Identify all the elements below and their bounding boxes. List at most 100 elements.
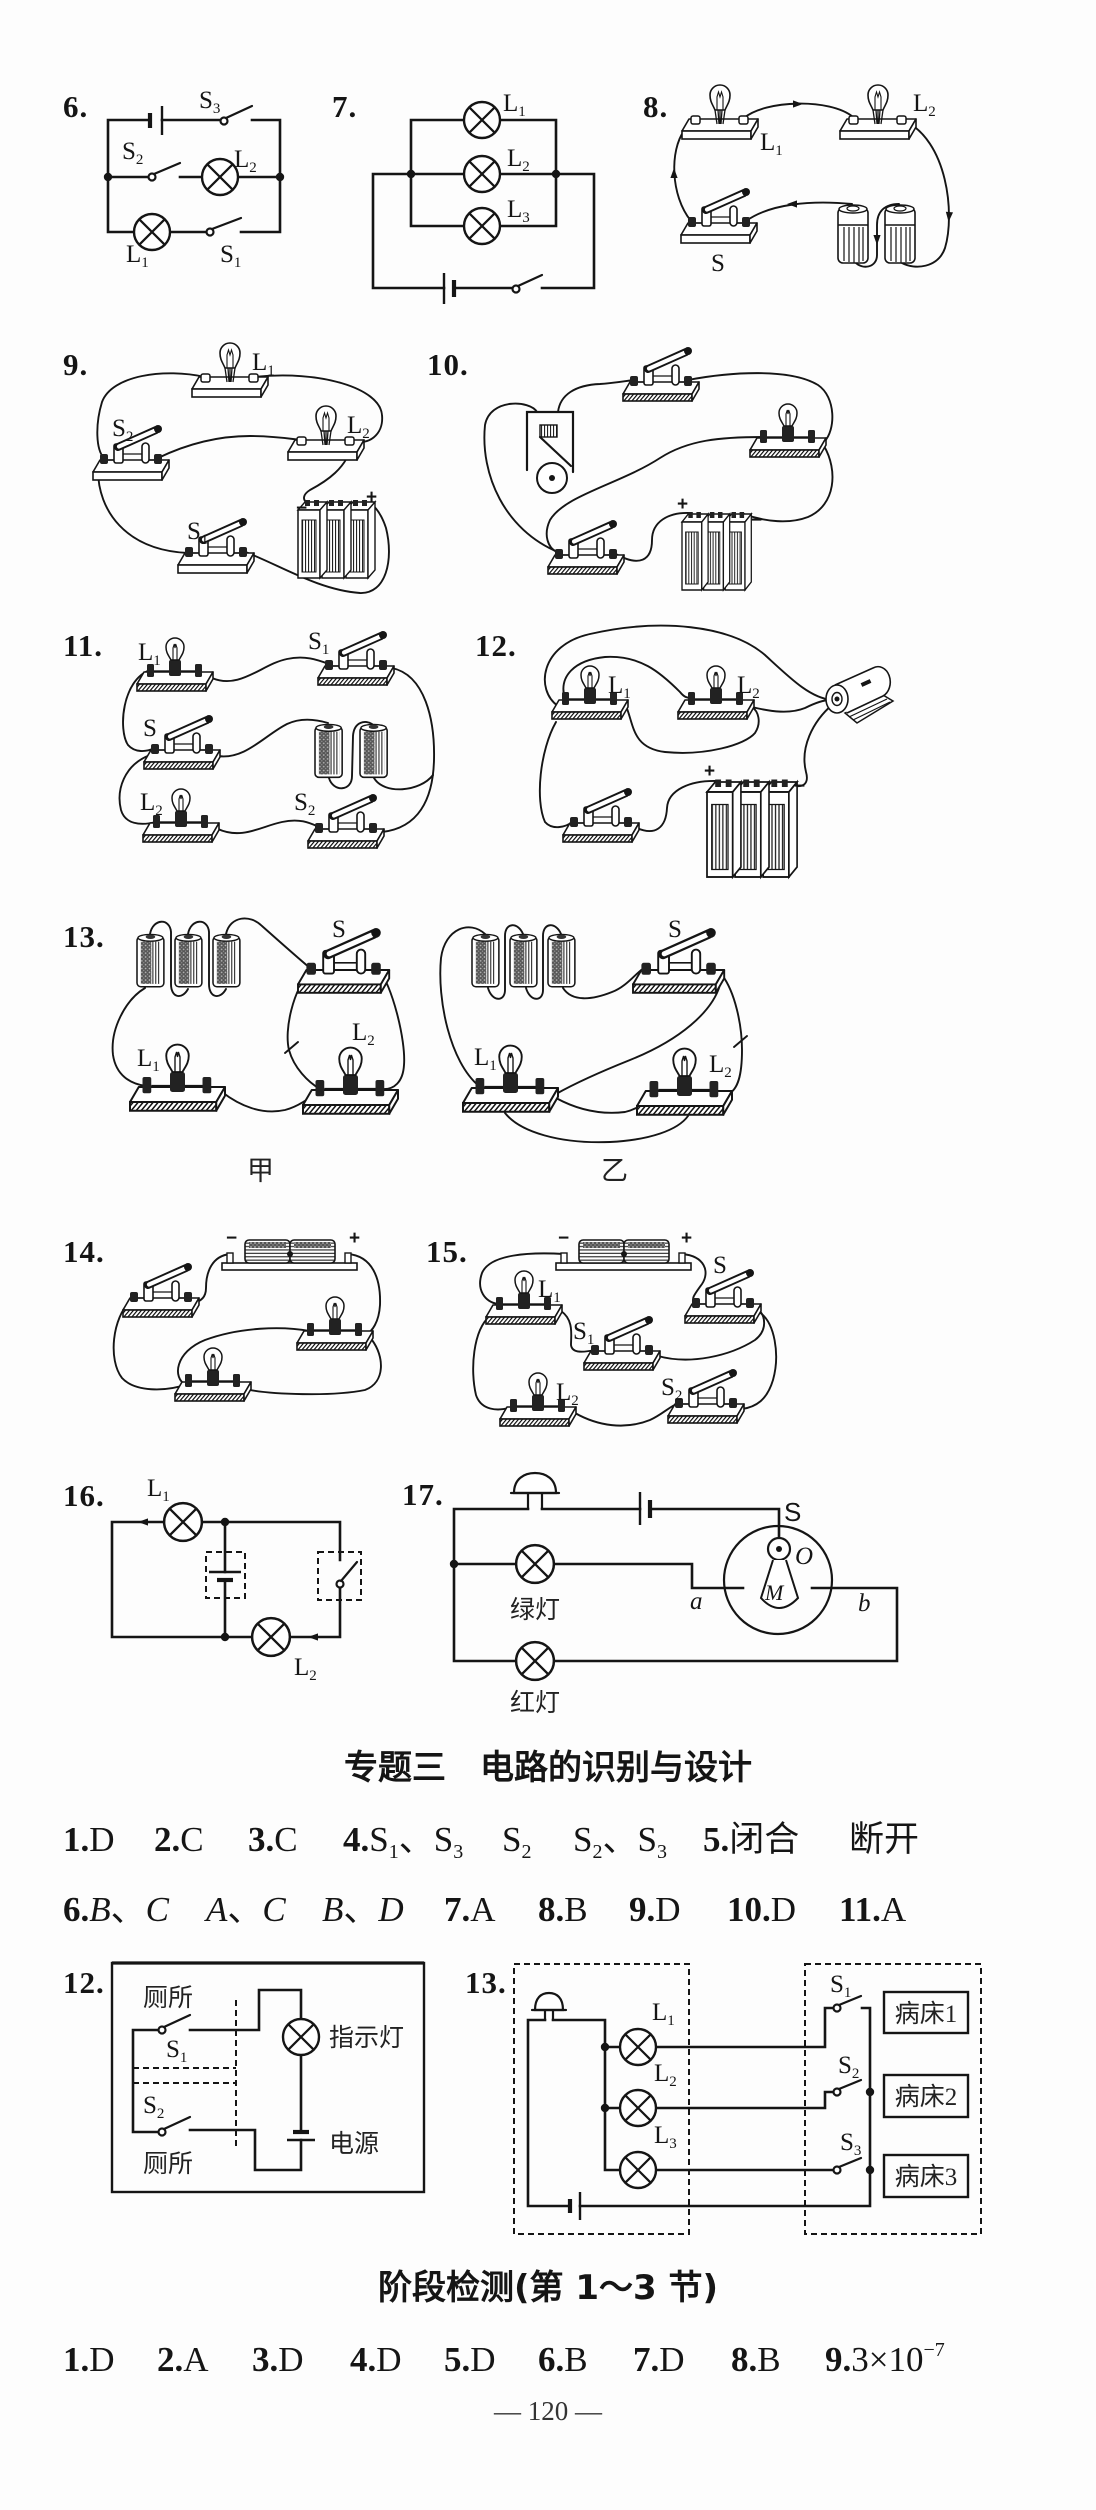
label-s1: S1 [830, 1971, 851, 2001]
label-s: S [143, 715, 157, 742]
wire [743, 445, 834, 523]
wires [96, 372, 390, 594]
wire [657, 1309, 766, 1361]
wire [439, 926, 486, 1087]
junction-node [551, 169, 561, 179]
figure-number: 13. [63, 919, 105, 954]
bell-dome [512, 1471, 558, 1495]
switch-s3-pivot [832, 2165, 842, 2175]
battery-cell-icon [509, 933, 538, 988]
label-contact-a: a [690, 1588, 703, 1615]
junction-node [600, 2042, 610, 2052]
label-l1: L1 [503, 90, 526, 120]
label-s: S [784, 1497, 801, 1527]
wire [555, 984, 721, 1095]
figure-q10: 10. + − [427, 347, 834, 590]
bell-icon [509, 1471, 561, 1511]
figure-q16: 16. L1 L2 [63, 1475, 362, 1684]
answer-item: 7.D [633, 2340, 685, 2379]
pendulum-m [759, 1559, 800, 1609]
bell-coil [539, 424, 558, 438]
switch-s1-pivot [832, 2003, 842, 2013]
wire [118, 754, 157, 825]
wire [560, 1310, 596, 1353]
figure-q7: 7. L1 L2 L3 [332, 89, 596, 304]
lamp-l2-icon [303, 1048, 398, 1114]
figure-number: 15. [426, 1234, 468, 1269]
bed-1-box [882, 1990, 970, 2035]
wire [538, 721, 575, 829]
wire [149, 920, 189, 997]
answer-q4-blank3: S2、S3 [573, 1820, 667, 1863]
switch-icon [548, 520, 624, 574]
bed-2-box [882, 2073, 970, 2119]
wire [177, 1327, 311, 1386]
design-figure-q12: 12. 厕所 S1 指示灯 S2 电源 厕所 [63, 1961, 426, 2194]
wire [377, 967, 406, 1090]
label-l1: L1 [652, 1999, 675, 2029]
current-arrow-icon [787, 200, 797, 208]
label-red-lamp: 红灯 [510, 1689, 560, 1717]
label-l1: L1 [760, 129, 783, 159]
answer-item: 3.C [248, 1820, 298, 1859]
wire [96, 372, 206, 459]
wire [187, 920, 227, 997]
bell-gong-center [549, 475, 555, 481]
label-l2: L2 [234, 146, 257, 176]
panel-caption: 乙 [601, 1156, 628, 1186]
motor-icon [825, 665, 894, 724]
storage-battery-icon [298, 500, 375, 578]
wire [373, 774, 434, 791]
wire [472, 1315, 513, 1411]
wire [303, 442, 353, 504]
wire [217, 819, 320, 834]
switch-s3-blade [837, 2156, 863, 2169]
wire [479, 1252, 565, 1305]
pivot-center [776, 1546, 782, 1552]
answer-q6-blank2: A、C [206, 1890, 286, 1929]
switch-blade [339, 1560, 359, 1583]
current-arrow-icon [308, 1633, 318, 1641]
label-s2: S2 [838, 2052, 859, 2082]
answer-item: 10.D [727, 1890, 797, 1929]
figure-q8: 8. L1 L2 S [643, 85, 954, 277]
label-l2: L2 [507, 145, 530, 175]
label-s3: S3 [840, 2129, 861, 2159]
wire [211, 656, 330, 683]
wire [452, 1507, 899, 1663]
label-l1: L1 [126, 241, 149, 271]
answer-item: 1.D [63, 1820, 115, 1859]
wires [118, 656, 435, 834]
wire [743, 102, 854, 119]
answer-q5-blank2: 断开 [849, 1820, 920, 1859]
battery-cell-icon [136, 933, 165, 988]
lamp-icon [750, 404, 826, 457]
label-s2: S2 [661, 1374, 682, 1404]
answer-item: 3.D [252, 2340, 304, 2379]
wire [131, 1988, 303, 2172]
panel-yi: S L1 L2 乙 [439, 916, 748, 1186]
wire [191, 1253, 231, 1304]
wire [371, 118, 596, 290]
bell-dome [533, 1991, 565, 2012]
figure-number: 12. [63, 1965, 105, 2000]
label-l2: L2 [709, 1051, 732, 1081]
wire [562, 656, 692, 700]
figure-number: 7. [332, 89, 357, 124]
bell-icon [530, 1991, 568, 2022]
dashed-box-nurse-station [513, 1963, 690, 2235]
section-title-topic3: 专题三 电路的识别与设计 [344, 1748, 752, 1788]
battery-box-icon [555, 1239, 692, 1271]
switch-icon [123, 1263, 199, 1317]
lamp-l3-icon [462, 206, 502, 246]
answer-q6-blank3: B、D [322, 1890, 404, 1929]
current-arrow-icon [944, 211, 954, 223]
answer-q4-blank1: 4.S1、S3 [343, 1820, 464, 1863]
label-s3: S3 [199, 87, 220, 117]
current-arrow-icon [873, 235, 881, 245]
wire [785, 703, 834, 787]
label-l1: L1 [474, 1044, 497, 1074]
lamp-icon [175, 1348, 251, 1401]
wire [225, 917, 311, 969]
label-contact-b: b [858, 1590, 871, 1617]
